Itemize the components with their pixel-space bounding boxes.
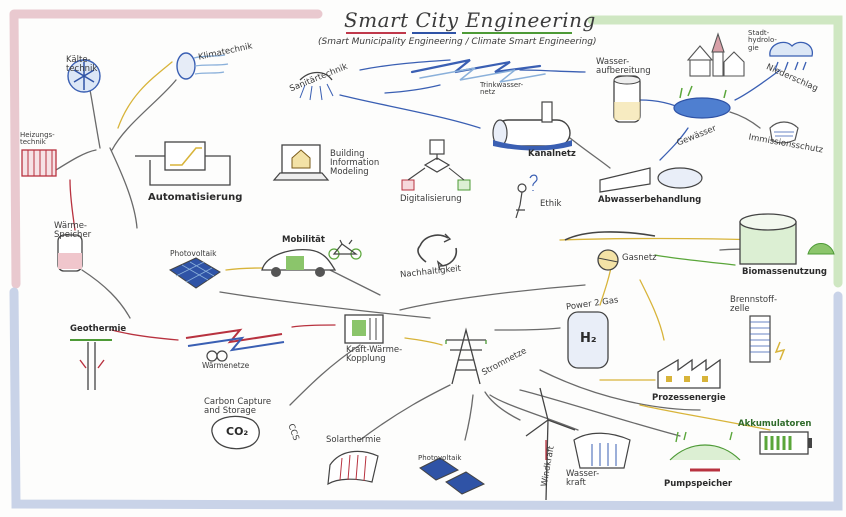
label-bim: Building Information Modeling — [330, 149, 380, 177]
tank-icon — [613, 75, 641, 123]
blue-zone-frame — [9, 287, 843, 511]
pond-icon — [673, 85, 731, 119]
label-geothermie: Geothermie — [70, 324, 127, 334]
label-waermenetze: Wärmenetze — [202, 361, 250, 370]
mask-icon — [769, 121, 799, 144]
borehole-icon — [70, 339, 112, 390]
pv-array-icon — [419, 457, 486, 495]
label-mobilitaet: Mobilität — [282, 235, 325, 245]
recycle-icon — [417, 233, 458, 271]
label-prozessenergie: Prozessenergie — [652, 393, 726, 403]
label-kaeltetechnik: Kälte- technik — [66, 55, 98, 74]
label-waermespeicher: Wärme- Speicher — [54, 221, 92, 240]
label-gasnetz: Gasnetz — [622, 253, 657, 263]
label-akkumulatoren: Akkumulatoren — [738, 419, 812, 429]
decision-tree-icon — [401, 139, 471, 191]
label-kwk: Kraft-Wärme- Kopplung — [346, 345, 403, 364]
pump-storage-icon — [669, 431, 741, 472]
title-underline-red — [346, 32, 406, 34]
label-ethik: Ethik — [540, 199, 562, 209]
red-zone-frame — [9, 9, 323, 289]
fan-icon — [176, 52, 229, 80]
laptop-house-icon — [272, 144, 330, 181]
solar-panel-icon — [168, 257, 221, 289]
label-automatisierung: Automatisierung — [148, 192, 243, 203]
label-pumpspeicher: Pumpspeicher — [664, 479, 733, 489]
radiator-icon — [21, 149, 57, 177]
label-photovoltaik: Photovoltaik — [170, 249, 217, 258]
district-heating-icon — [185, 328, 285, 362]
title-underline-green — [462, 32, 572, 34]
green-zone-frame — [587, 15, 843, 288]
wind-turbine-icon — [525, 387, 576, 501]
label-h2: H₂ — [580, 331, 597, 346]
chp-container-icon — [344, 314, 384, 344]
label-brennstoffzelle: Brennstoff- zelle — [730, 295, 778, 314]
pylon-icon — [445, 327, 487, 385]
label-kanalnetz: Kanalnetz — [528, 149, 576, 159]
pipes-icon — [410, 58, 546, 83]
church-icon — [686, 32, 745, 77]
sewer-pipe-icon — [492, 101, 572, 151]
page-title: Smart City Engineering — [344, 8, 596, 32]
dam-icon — [573, 432, 631, 469]
label-wasserkraft: Wasser- kraft — [566, 469, 600, 488]
hydrogen-tank-icon — [567, 311, 609, 369]
shower-icon — [299, 71, 334, 101]
label-digitalisierung: Digitalisierung — [400, 194, 462, 204]
biogas-dome-icon — [739, 213, 835, 265]
battery-icon — [759, 431, 812, 455]
electric-car-icon — [261, 249, 337, 277]
label-solarthermie: Solarthermie — [326, 435, 381, 445]
solar-collector-icon — [327, 450, 379, 486]
title-underline-blue — [412, 32, 456, 34]
snowflake-icon — [67, 59, 101, 93]
label-photovoltaik-2: Photovoltaik — [418, 454, 462, 462]
connections — [55, 59, 781, 441]
rain-cloud-icon — [769, 41, 813, 71]
co2-bag-icon — [211, 415, 260, 450]
label-trinkwassernetz: Trinkwasser- netz — [480, 81, 524, 97]
control-loop-icon — [135, 141, 231, 186]
label-wasseraufbereitung: Wasser- aufbereitung — [596, 57, 651, 76]
clarifier-icon — [599, 167, 703, 193]
fuel-cell-stack-icon — [749, 315, 786, 363]
label-heizungstechnik: Heizungs- technik — [20, 131, 55, 147]
label-ccs: Carbon Capture and Storage — [204, 397, 272, 416]
factory-icon — [657, 358, 721, 389]
label-stadthydrologie: Stadt- hydrolo- gie — [748, 29, 777, 52]
storage-tank-icon — [57, 234, 83, 272]
gas-pipe-icon — [564, 231, 656, 271]
zone-frames — [9, 9, 843, 511]
label-abwasserbehandlung: Abwasserbehandlung — [598, 195, 702, 205]
ethics-figure-icon — [515, 174, 538, 219]
bicycle-icon — [328, 239, 362, 260]
page-subtitle: (Smart Municipality Engineering / Climat… — [318, 37, 597, 47]
label-biomassenutzung: Biomassenutzung — [742, 267, 828, 277]
label-co2: CO₂ — [226, 425, 249, 438]
